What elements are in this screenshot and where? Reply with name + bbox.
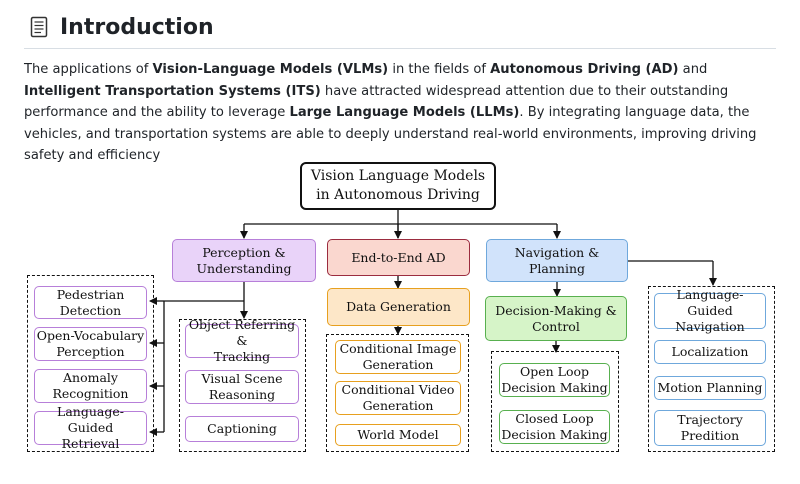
end-to-end-node: End-to-End AD [327, 239, 470, 276]
document-icon [30, 16, 48, 38]
term-vlm: Vision-Language Models (VLMs) [152, 62, 389, 77]
object-referring-node: Object Referring &Tracking [185, 317, 299, 364]
term-llm: Large Language Models (LLMs) [289, 105, 520, 120]
decision-making-node: Decision-Making &Control [485, 296, 627, 341]
term-ad: Autonomous Driving (AD) [490, 62, 679, 77]
perception-left-group [27, 275, 154, 452]
section-header: Introduction [30, 12, 214, 42]
data-generation-group [326, 334, 469, 452]
captioning-node: Captioning [185, 416, 299, 442]
data-generation-node: Data Generation [327, 288, 470, 326]
world-model-node: World Model [335, 424, 461, 446]
perception-right-group [179, 319, 306, 452]
localization-node: Localization [654, 340, 766, 364]
page-title: Introduction [60, 14, 214, 40]
decision-group [491, 351, 619, 452]
motion-planning-node: Motion Planning [654, 376, 766, 400]
intro-paragraph: The applications of Vision-Language Mode… [24, 62, 757, 163]
navigation-planning-node: Navigation & Planning [486, 239, 628, 282]
title-divider [24, 48, 776, 49]
term-its: Intelligent Transportation Systems (ITS) [24, 83, 321, 99]
perception-node: Perception &Understanding [172, 239, 316, 282]
navigation-group [648, 286, 775, 452]
